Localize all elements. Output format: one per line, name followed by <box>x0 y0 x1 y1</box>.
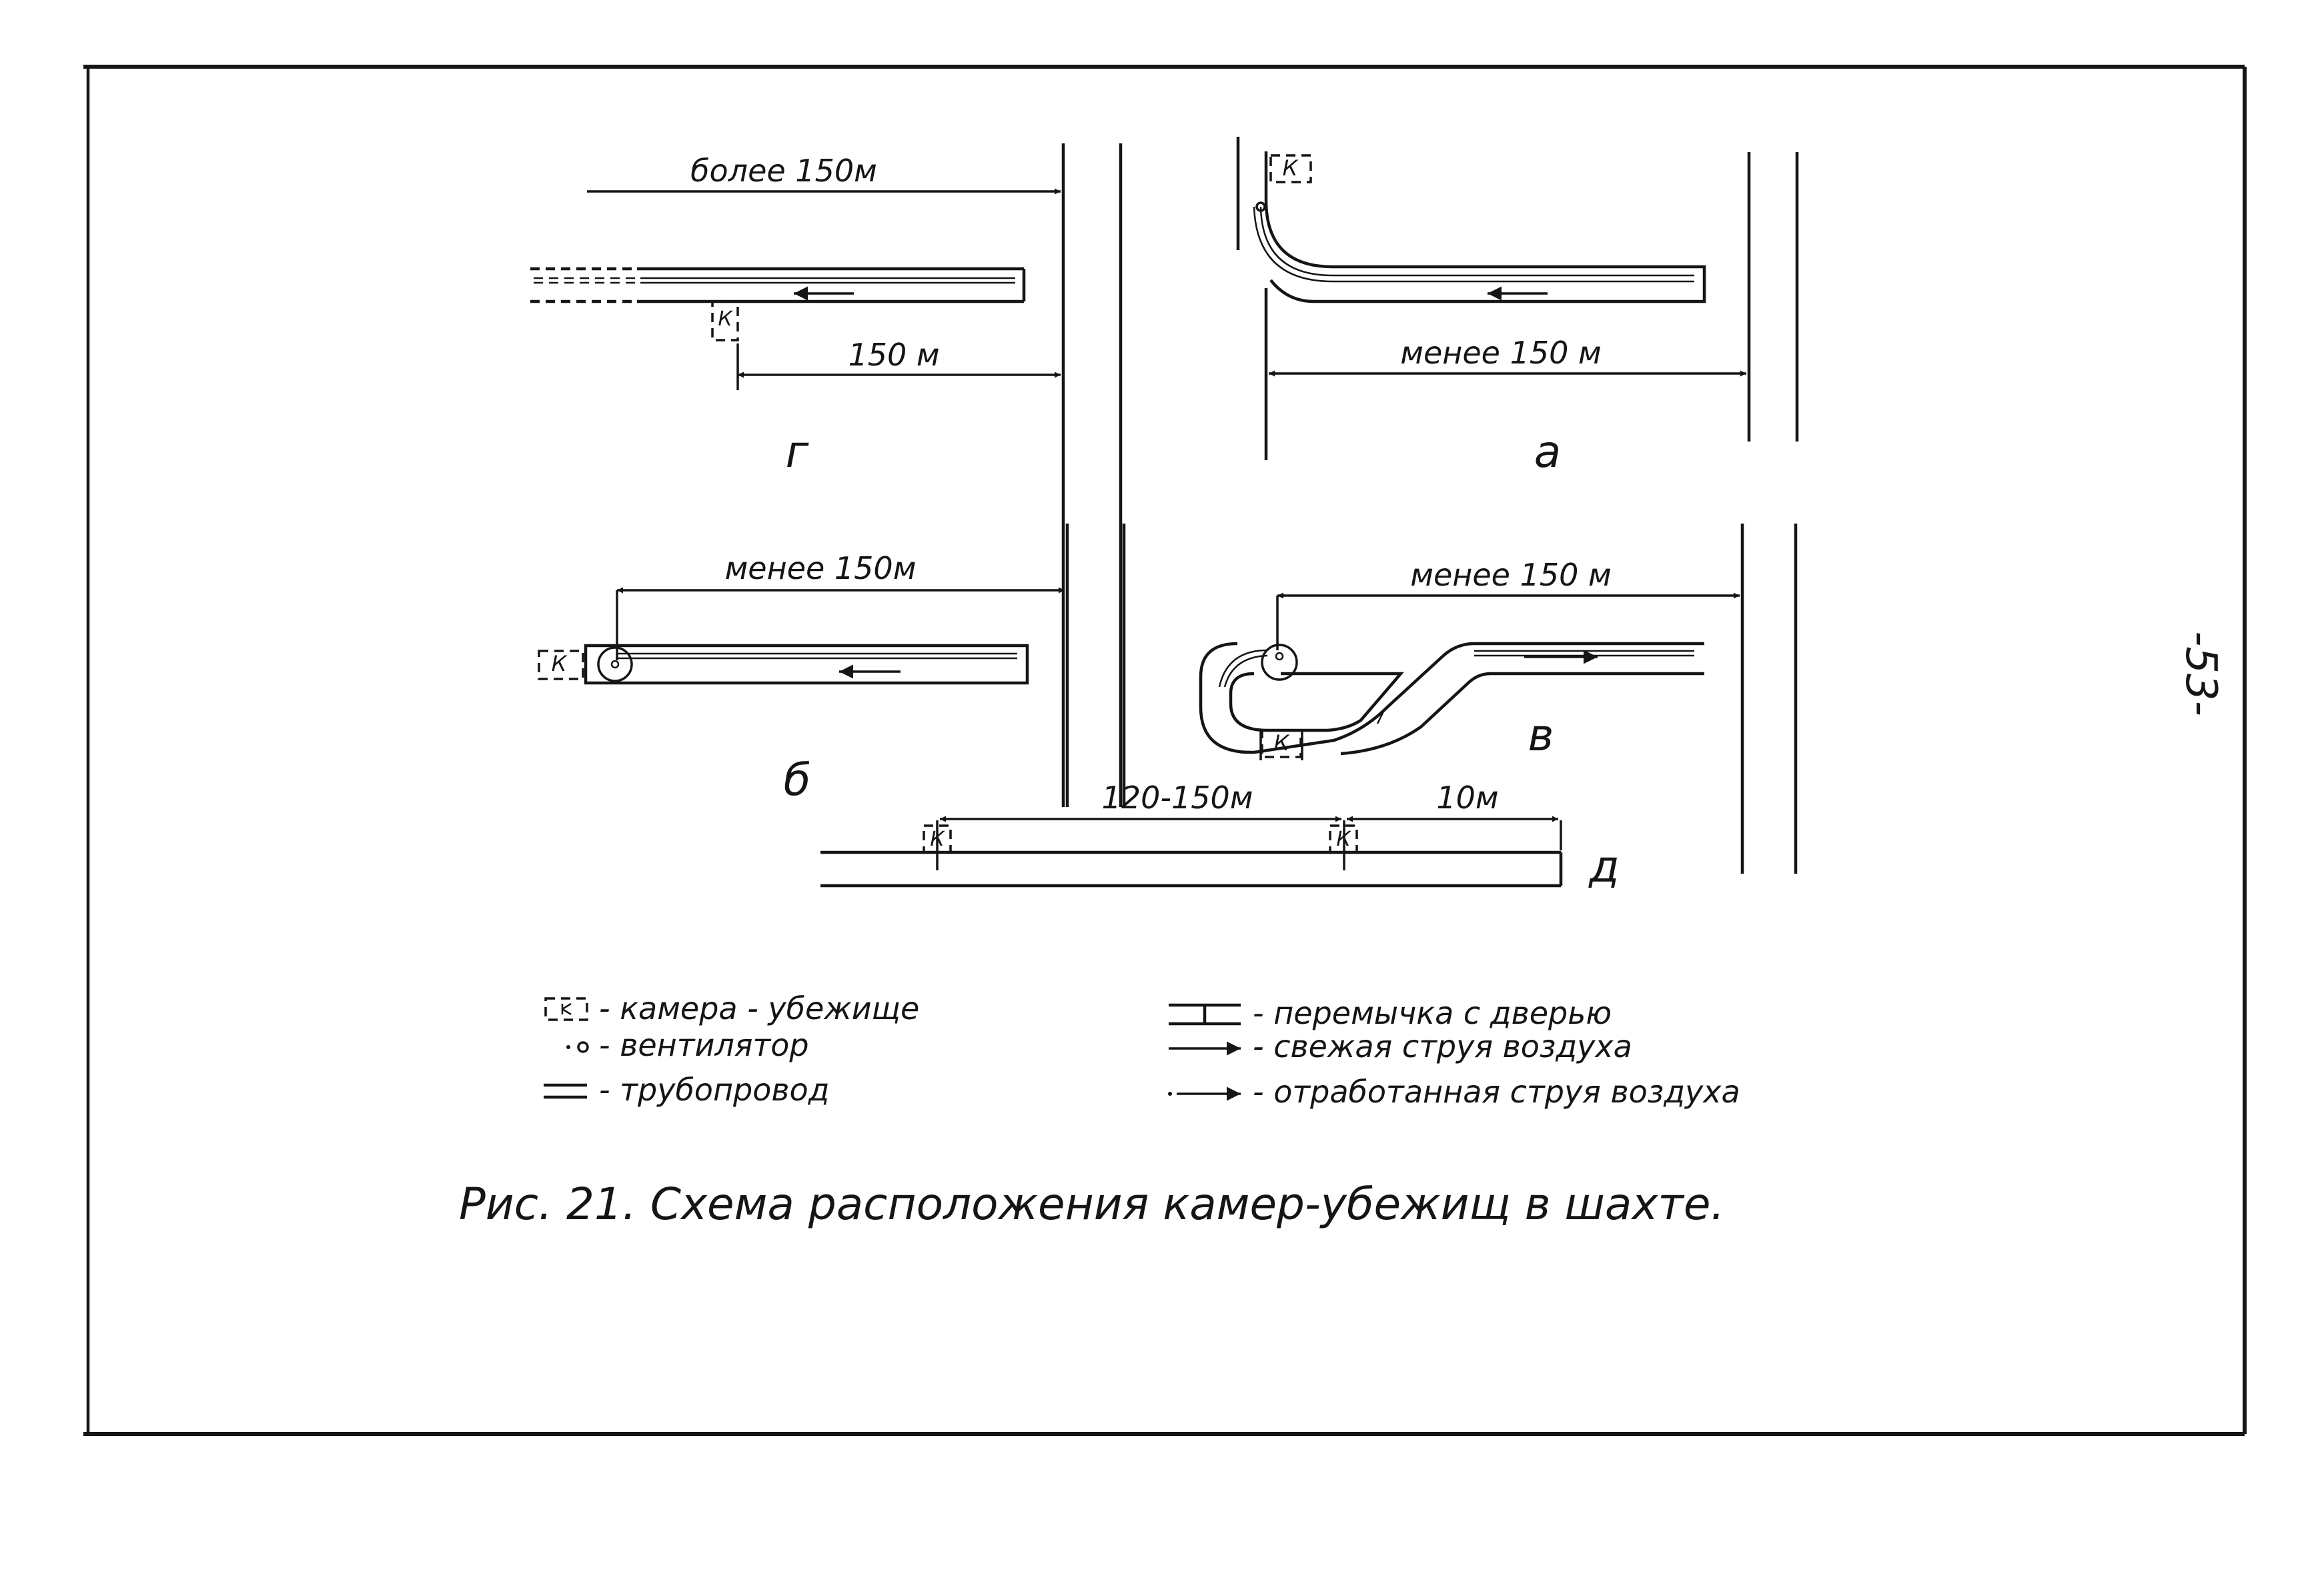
chamber-d-1 <box>923 824 952 854</box>
scheme-d: 120-150м 10м К К д <box>820 780 1620 892</box>
legend-fresh-air-text: - свежая струя воздуха <box>1253 1028 1632 1064</box>
legend-fan-icon <box>566 1041 589 1053</box>
dim-label-v: менее 150 м <box>1410 557 1611 593</box>
legend-door-text: - перемычка с дверью <box>1253 995 1612 1031</box>
legend-pipeline-icon <box>544 1083 587 1099</box>
chamber-mark-d-1: К <box>930 828 945 851</box>
page-number: -53- <box>2176 631 2225 716</box>
figure-caption: Рис. 21. Схема расположения камер-убежищ… <box>459 1178 1724 1230</box>
chamber-v <box>1261 729 1302 758</box>
dim-label-d-right: 10м <box>1436 780 1498 816</box>
scheme-letter-d: д <box>1588 841 1620 892</box>
dim-label-d-left: 120-150м <box>1102 780 1253 816</box>
chamber-mark-a: К <box>1283 155 1299 181</box>
chamber-g <box>711 300 739 341</box>
chamber-b <box>538 650 584 680</box>
door-bulkhead-v <box>1261 644 1298 681</box>
chamber-mark-b: К <box>552 651 568 676</box>
dim-label-a: менее 150 м <box>1400 335 1601 371</box>
dim-label-g-bottom: 150 м <box>848 337 939 373</box>
scheme-letter-g: г <box>786 426 809 478</box>
chamber-mark-d-2: К <box>1336 828 1351 851</box>
scheme-letter-b: б <box>784 754 811 806</box>
legend-pipeline-text: - трубопровод <box>599 1072 829 1108</box>
sheet-frame <box>83 65 2247 1436</box>
dim-label-b: менее 150м <box>725 550 917 586</box>
fan-icon-v <box>1275 652 1284 661</box>
scheme-v: менее 150 м К в <box>1199 524 1798 874</box>
scheme-g: более 150м К 150 м г <box>530 143 1123 807</box>
legend-chamber-icon <box>544 997 588 1021</box>
scheme-letter-a: а <box>1534 426 1561 478</box>
fan-icon-b <box>610 660 620 669</box>
legend-fan-text: - вентилятор <box>599 1027 809 1063</box>
chamber-d-2 <box>1329 824 1358 854</box>
chamber-a <box>1269 154 1312 183</box>
scheme-letter-v: в <box>1528 710 1554 761</box>
legend-exhaust-air-icon <box>1168 1086 1241 1101</box>
door-bulkhead-b <box>597 646 633 682</box>
chamber-mark-v: К <box>1274 730 1290 756</box>
chamber-mark-g: К <box>718 307 733 331</box>
fan-icon-a <box>1255 201 1266 212</box>
scheme-a: К менее 150 м а <box>1236 137 1799 478</box>
legend-chamber-text: - камера - убежище <box>599 990 919 1026</box>
legend-exhaust-air-text: - отработанная струя воздуха <box>1253 1074 1740 1110</box>
scheme-b: менее 150м К б <box>538 524 1126 807</box>
legend: - камера - убежище - вентилятор - трубоп… <box>544 990 1740 1110</box>
legend-door-icon <box>1169 1003 1241 1026</box>
dim-label-g-top: более 150м <box>690 153 877 189</box>
